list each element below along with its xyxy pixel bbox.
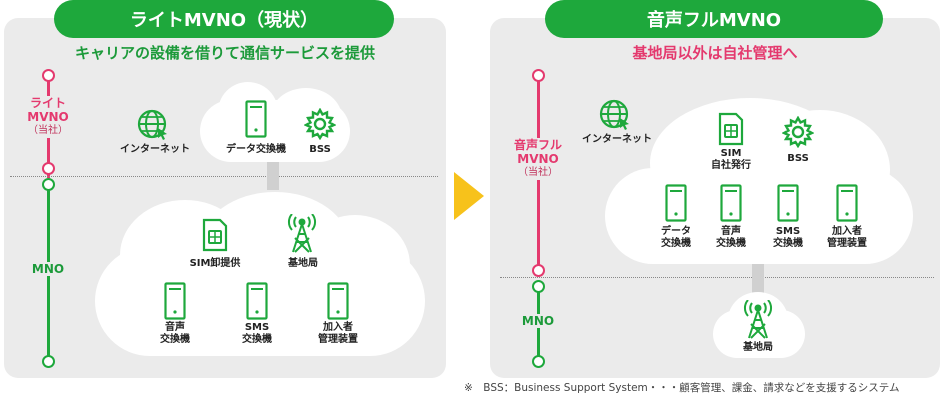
internet-label: インターネット: [120, 144, 190, 155]
server-icon: [665, 184, 687, 222]
full-mvno-subtitle: 基地局以外は自社管理へ: [632, 44, 798, 62]
mno-cloud-bump: [300, 215, 410, 315]
layer-label-text: 音声フル MVNO: [513, 138, 562, 166]
mvno-line-start: [42, 69, 55, 82]
sms-switch-label: SMS 交換機: [773, 226, 803, 249]
globe-icon: [136, 108, 170, 140]
light-mvno-layer-label: ライト MVNO （当社）: [14, 96, 82, 138]
gear-icon: [304, 108, 336, 140]
light-mvno-subtitle: キャリアの設備を借りて通信サービスを提供: [74, 44, 375, 62]
mvno-line-start: [532, 69, 545, 82]
bss-label: BSS: [787, 153, 809, 164]
server-icon: [720, 184, 742, 222]
data-switch-label: データ交換機: [226, 144, 286, 155]
mvno-line-end: [532, 264, 545, 277]
globe-icon: [598, 98, 632, 130]
server-icon: [836, 184, 858, 222]
light-mvno-title: ライトMVNO（現状）: [54, 0, 394, 38]
mvno-cloud-bump: [750, 110, 890, 230]
server-icon: [246, 282, 268, 320]
server-icon: [777, 184, 799, 222]
sms-switch-label: SMS 交換機: [242, 322, 272, 345]
mno-line-end: [42, 355, 55, 368]
gear-icon: [782, 116, 814, 148]
layer-label-note: （当社）: [28, 125, 68, 136]
base-station-label: 基地局: [288, 258, 318, 269]
base-station-label: 基地局: [743, 342, 773, 353]
antenna-tower-icon: [743, 300, 773, 340]
layer-divider: [10, 176, 438, 177]
server-icon: [327, 282, 349, 320]
mno-line-start: [42, 178, 55, 191]
voice-switch-label: 音声 交換機: [160, 322, 190, 345]
sim-issue-label: SIM 自社発行: [711, 148, 751, 171]
cloud-connector: [267, 160, 279, 190]
full-mvno-layer-label: 音声フル MVNO （当社）: [502, 138, 574, 180]
mno-line-start: [532, 280, 545, 293]
mvno-line-end: [42, 162, 55, 175]
layer-label-text: ライト MVNO: [27, 96, 69, 124]
antenna-tower-icon: [287, 214, 317, 254]
internet-label: インターネット: [582, 134, 652, 145]
sim-card-icon: [718, 112, 744, 146]
server-icon: [164, 282, 186, 320]
full-mvno-title: 音声フルMVNO: [545, 0, 883, 38]
mno-layer-label: MNO: [22, 262, 74, 276]
cloud-connector: [752, 258, 764, 298]
bss-label: BSS: [309, 144, 331, 155]
mno-line-end: [532, 355, 545, 368]
server-icon: [245, 100, 267, 138]
layer-label-note: （当社）: [518, 167, 558, 178]
footnote: ※ BSS：Business Support System・・・顧客管理、課金、…: [464, 382, 900, 394]
layer-divider: [500, 277, 934, 278]
sim-card-icon: [202, 218, 228, 252]
transition-arrow-icon: [452, 170, 486, 222]
data-switch-label: データ 交換機: [661, 226, 691, 249]
mno-layer-label: MNO: [512, 314, 564, 328]
subscriber-mgmt-label: 加入者 管理装置: [318, 322, 358, 345]
voice-switch-label: 音声 交換機: [716, 226, 746, 249]
subscriber-mgmt-label: 加入者 管理装置: [827, 226, 867, 249]
sim-supply-label: SIM卸提供: [189, 258, 241, 269]
